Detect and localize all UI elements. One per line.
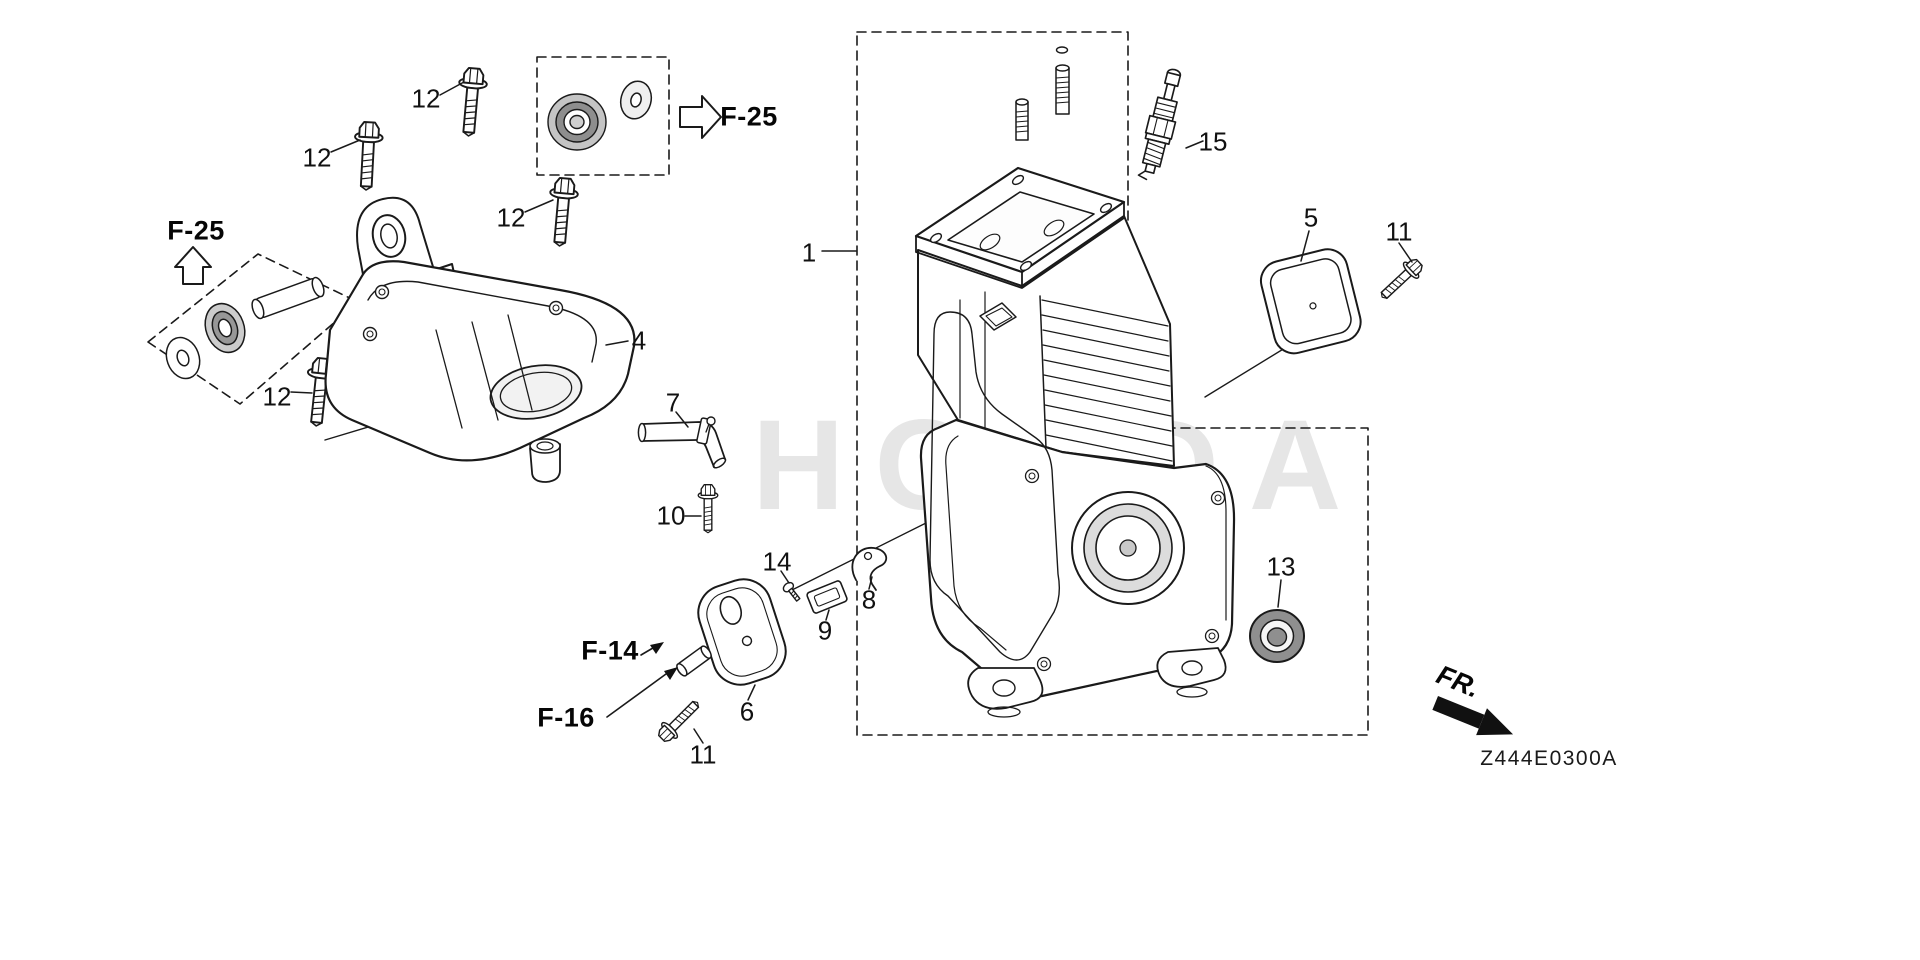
clamp-8: [851, 547, 888, 591]
bearing-icon: [547, 93, 607, 151]
callout-15: 15: [1198, 126, 1228, 157]
bolt-12-c: [544, 176, 581, 249]
callout-13: 13: [1266, 551, 1296, 582]
callout-6: 6: [739, 696, 755, 727]
bolt-12-a: [453, 66, 490, 139]
part-7-tube: [637, 416, 727, 469]
ref-f25-left: F-25: [167, 215, 225, 246]
pin-icon: [251, 276, 325, 320]
leader-lines: [290, 81, 1413, 744]
part-1-cylinder-barrel: [914, 46, 1236, 718]
washer-icon: [165, 336, 201, 380]
callout-12-b: 12: [302, 142, 332, 173]
f25-right-arrow-icon: [679, 95, 722, 139]
callout-1: 1: [801, 237, 817, 268]
mounting-feet: [967, 647, 1227, 718]
f16-arrow-icon: [606, 667, 678, 718]
dashed-box-part-1: [856, 31, 1369, 736]
callout-12-d: 12: [262, 381, 292, 412]
f25-left-group: [147, 246, 359, 405]
dashed-box-bearing-detail: [536, 56, 722, 176]
callout-5: 5: [1303, 202, 1319, 233]
intake-port: [979, 302, 1017, 331]
cooling-fins: [1039, 295, 1173, 462]
callout-7: 7: [665, 387, 681, 418]
part-4-cover-assembly: [324, 196, 636, 483]
plate-9: [806, 580, 848, 614]
stud-bolts: [1015, 46, 1070, 141]
fr-arrow-icon: [1432, 696, 1514, 736]
bolt-12-b: [351, 120, 385, 192]
f14-arrow-icon: [640, 642, 664, 656]
callout-14: 14: [762, 546, 792, 577]
callout-11-bottom: 11: [689, 739, 717, 770]
callout-10: 10: [656, 500, 686, 531]
bearing-icon: [204, 302, 246, 354]
bolt-10: [697, 483, 719, 534]
screw-14: [782, 581, 801, 602]
washer-icon: [619, 80, 653, 120]
callout-9: 9: [817, 615, 833, 646]
ref-f25-top: F-25: [720, 101, 778, 132]
ref-f14: F-14: [581, 635, 639, 666]
f25-up-arrow-icon: [174, 246, 212, 285]
part-6-plate: [676, 578, 787, 686]
spacer-icon: [676, 645, 712, 677]
callout-8: 8: [861, 584, 877, 615]
ref-f16: F-16: [537, 702, 595, 733]
callout-11-right: 11: [1385, 216, 1413, 247]
callout-4: 4: [631, 325, 647, 356]
spark-plug-15: [1137, 68, 1182, 181]
callout-12-c: 12: [496, 202, 526, 233]
oil-seal-13: [1249, 609, 1305, 663]
gasket-outline: [929, 311, 1061, 661]
bolt-11-right: [1374, 254, 1428, 306]
bolt-11-bottom: [653, 694, 706, 747]
diagram-code: Z444E0300A: [1480, 747, 1618, 770]
callout-12-a: 12: [411, 83, 441, 114]
seal-5: [1259, 248, 1362, 355]
